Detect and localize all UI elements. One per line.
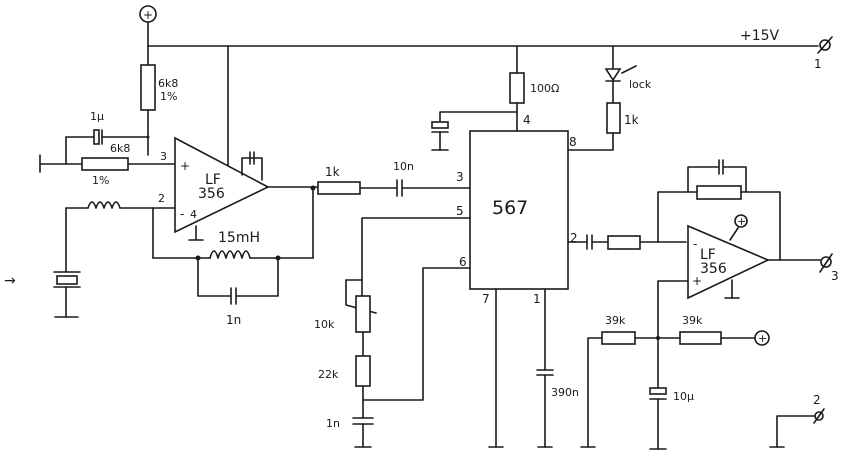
svg-text:1: 1: [533, 292, 541, 306]
svg-text:6k8: 6k8: [158, 77, 178, 90]
terminal-1-label: 1: [814, 57, 822, 71]
svg-text:39k: 39k: [682, 314, 703, 327]
svg-text:100Ω: 100Ω: [530, 82, 559, 95]
ic-567: 567 3 5 6 4 8 2 7 1: [456, 113, 578, 306]
opamp-u1: + - LF 356 4: [174, 136, 270, 241]
cap-1n-timing-label: 1n: [326, 417, 340, 430]
supply-rail-label: +15V: [740, 28, 780, 44]
feedback-lc: 15mH 1n: [152, 189, 314, 327]
svg-text:-: -: [693, 237, 697, 251]
ic-567-label: 567: [492, 197, 528, 219]
power-symbol-top: +: [139, 5, 157, 47]
svg-text:390n: 390n: [551, 386, 579, 399]
svg-text:8: 8: [569, 135, 577, 149]
svg-text:10µ: 10µ: [673, 390, 694, 403]
svg-text:4: 4: [190, 208, 197, 221]
resistor-22k-label: 22k: [318, 368, 339, 381]
svg-text:+: +: [758, 332, 767, 345]
svg-text:LF: LF: [205, 172, 221, 188]
svg-text:+: +: [737, 215, 746, 228]
input-inductor: 2: [65, 192, 176, 273]
supply-rail: +15V: [147, 28, 819, 47]
cap-390n: 390n: [536, 288, 579, 448]
crystal-input: →: [4, 271, 81, 318]
svg-text:39k: 39k: [605, 314, 626, 327]
svg-text:2: 2: [158, 192, 165, 205]
svg-text:4: 4: [523, 113, 531, 127]
pin7-ground: [488, 288, 504, 448]
svg-text:LF: LF: [700, 247, 716, 263]
opamp-u3: - + LF 356 +: [687, 214, 821, 300]
svg-text:+: +: [180, 159, 190, 173]
resistor-6k8-in-label: 6k8: [110, 142, 130, 155]
pot-10k-label: 10k: [314, 318, 335, 331]
terminal-3-label: 3: [831, 269, 839, 283]
svg-text:3: 3: [456, 170, 464, 184]
lock-led: lock 1k: [567, 45, 652, 151]
svg-text:356: 356: [198, 186, 225, 202]
svg-text:7: 7: [482, 292, 490, 306]
cap-1n-fb-label: 1n: [226, 313, 241, 327]
bias-divider: 39k 39k + 10µ: [580, 280, 770, 450]
cap-10n-label: 10n: [393, 160, 414, 173]
led-lock-label: lock: [629, 78, 652, 91]
terminal-2-label: 2: [813, 393, 821, 407]
inductor-15mh-label: 15mH: [218, 230, 260, 246]
svg-text:6: 6: [459, 255, 467, 269]
u3-feedback: [657, 159, 781, 261]
terminal-2[interactable]: 2: [769, 393, 825, 448]
svg-text:5: 5: [456, 204, 464, 218]
terminal-1[interactable]: 1: [814, 36, 833, 71]
svg-text:-: -: [180, 207, 184, 221]
resistor-6k8-top: 6k8 1%: [140, 45, 178, 156]
input-arrow: →: [4, 273, 16, 289]
svg-text:+: +: [143, 8, 153, 22]
resistor-100ohm: 100Ω: [431, 45, 559, 151]
svg-text:+: +: [692, 274, 702, 288]
svg-text:1%: 1%: [92, 174, 109, 187]
terminal-3[interactable]: 3: [819, 253, 839, 283]
svg-text:3: 3: [160, 150, 167, 163]
output-coupling: [567, 234, 687, 250]
coupling-network: 1k 10n: [267, 160, 471, 197]
svg-text:2: 2: [570, 231, 578, 245]
resistor-1k-label: 1k: [325, 165, 340, 179]
svg-text:1k: 1k: [624, 113, 639, 127]
cap-1u-label: 1µ: [90, 110, 104, 123]
svg-text:356: 356: [700, 261, 727, 277]
timing-network: 10k 22k 1n: [314, 217, 471, 448]
svg-text:1%: 1%: [160, 90, 177, 103]
input-network: 1µ 6k8 1% 3: [39, 110, 176, 187]
